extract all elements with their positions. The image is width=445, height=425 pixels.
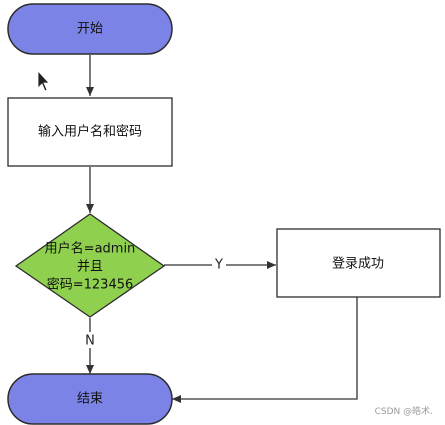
- arrow-success-to-end: [172, 297, 358, 403]
- input-node: 输入用户名和密码: [7, 97, 173, 167]
- success-node: 登录成功: [276, 228, 441, 298]
- start-label: 开始: [77, 22, 103, 37]
- end-terminator-shape: [7, 373, 173, 425]
- decision-line-2: 并且: [77, 260, 103, 275]
- edge-label-no-background: [82, 332, 98, 348]
- decision-diamond-shape: [14, 213, 166, 318]
- decision-node: 用户名=admin 并且 密码=123456: [14, 213, 166, 318]
- input-process-shape: [7, 97, 173, 167]
- success-process-shape: [276, 228, 441, 298]
- end-node: 结束: [7, 373, 173, 425]
- csdn-watermark: CSDN @皓术.: [374, 407, 433, 417]
- decision-line-3: 密码=123456: [47, 277, 134, 293]
- end-label: 结束: [77, 392, 103, 407]
- start-node: 开始: [7, 3, 173, 55]
- edge-label-yes-background: [212, 256, 226, 272]
- edge-label-yes: Y: [214, 258, 223, 273]
- input-label: 输入用户名和密码: [38, 124, 142, 140]
- edge-label-no: N: [85, 334, 95, 349]
- mouse-cursor-icon: [37, 69, 50, 92]
- success-label: 登录成功: [332, 257, 384, 272]
- start-terminator-shape: [7, 3, 173, 55]
- decision-line-1: 用户名=admin: [45, 241, 136, 257]
